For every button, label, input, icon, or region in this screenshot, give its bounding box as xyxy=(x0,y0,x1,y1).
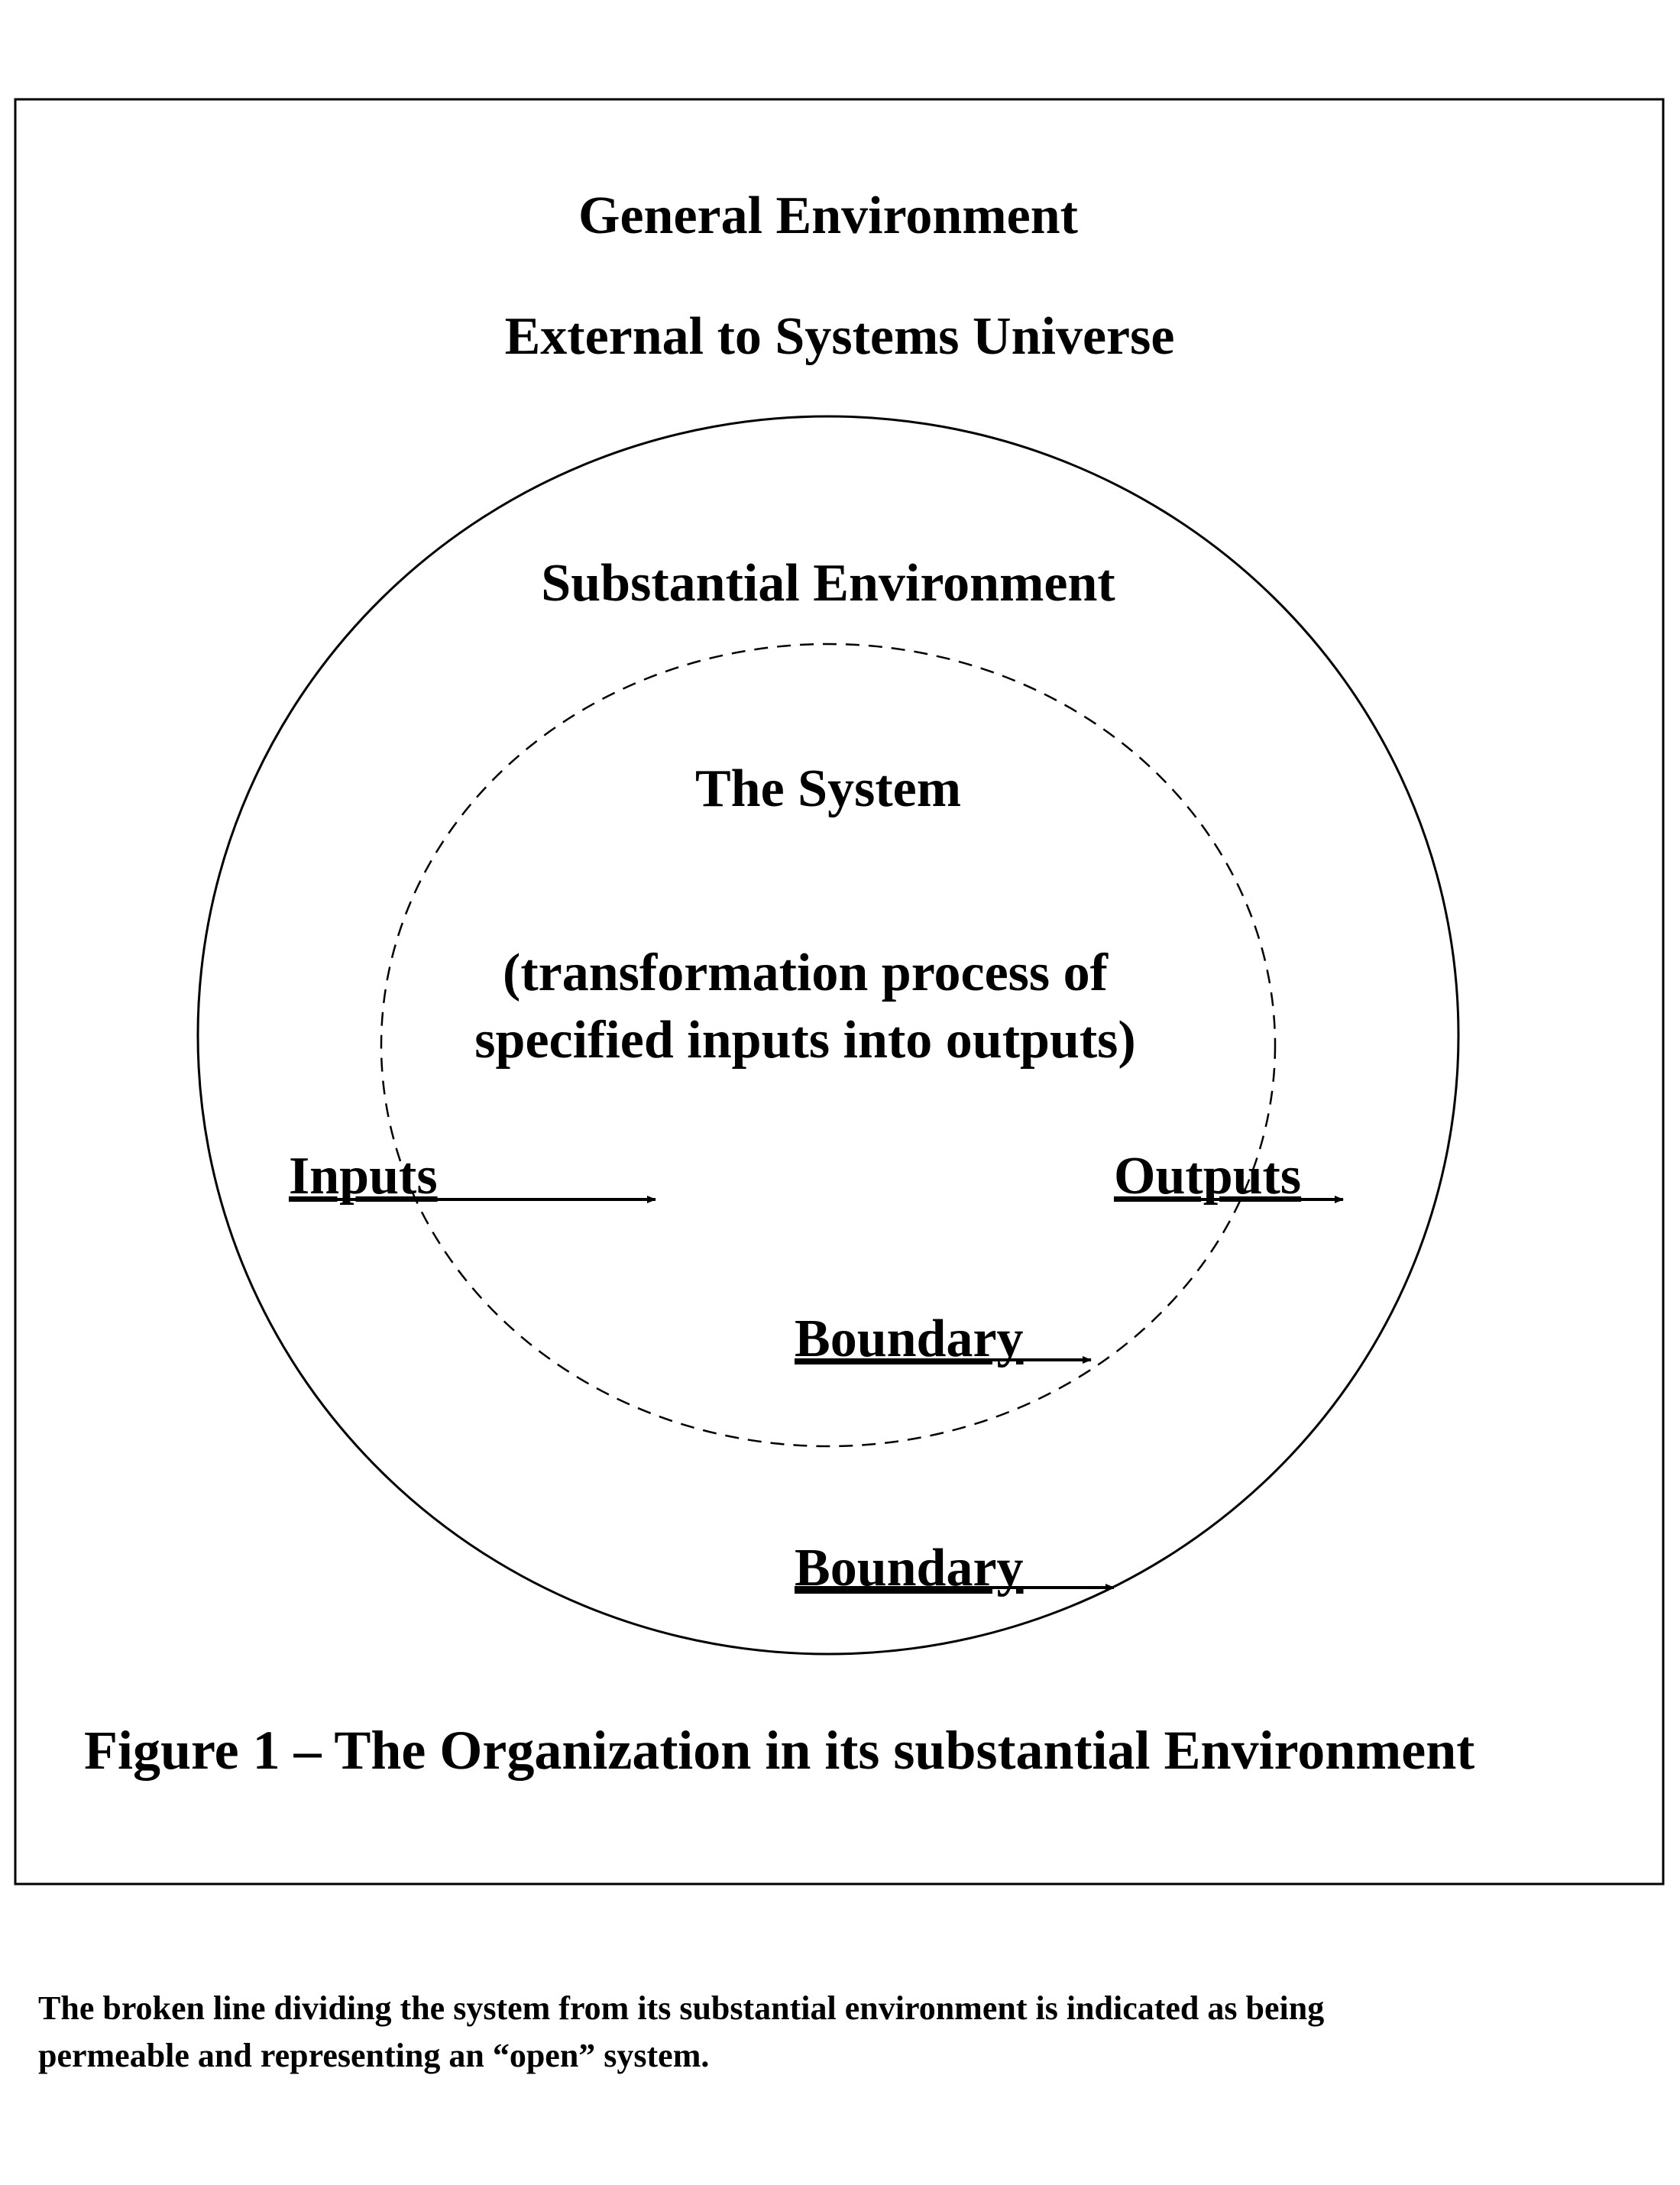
outputs-label: Outputs xyxy=(1114,1147,1301,1206)
general-environment-frame xyxy=(14,98,1665,1886)
substantial-environment-label: Substantial Environment xyxy=(541,554,1115,613)
inputs-label: Inputs xyxy=(289,1147,438,1206)
general-environment-label: General Environment xyxy=(578,186,1078,245)
footnote-line-2: permeable and representing an “open” sys… xyxy=(38,2037,710,2074)
figure-caption: Figure 1 – The Organization in its subst… xyxy=(84,1720,1474,1781)
system-title: The System xyxy=(695,759,961,818)
footnote: The broken line dividing the system from… xyxy=(38,1985,1643,2080)
footnote-line-1: The broken line dividing the system from… xyxy=(38,1989,1325,2027)
system-description-line2: specified inputs into outputs) xyxy=(474,1011,1135,1070)
system-dashed-boundary xyxy=(380,643,1277,1448)
external-universe-label: External to Systems Universe xyxy=(505,307,1175,366)
substantial-environment-circle xyxy=(196,415,1460,1656)
system-description-line1: (transformation process of xyxy=(503,944,1109,1002)
